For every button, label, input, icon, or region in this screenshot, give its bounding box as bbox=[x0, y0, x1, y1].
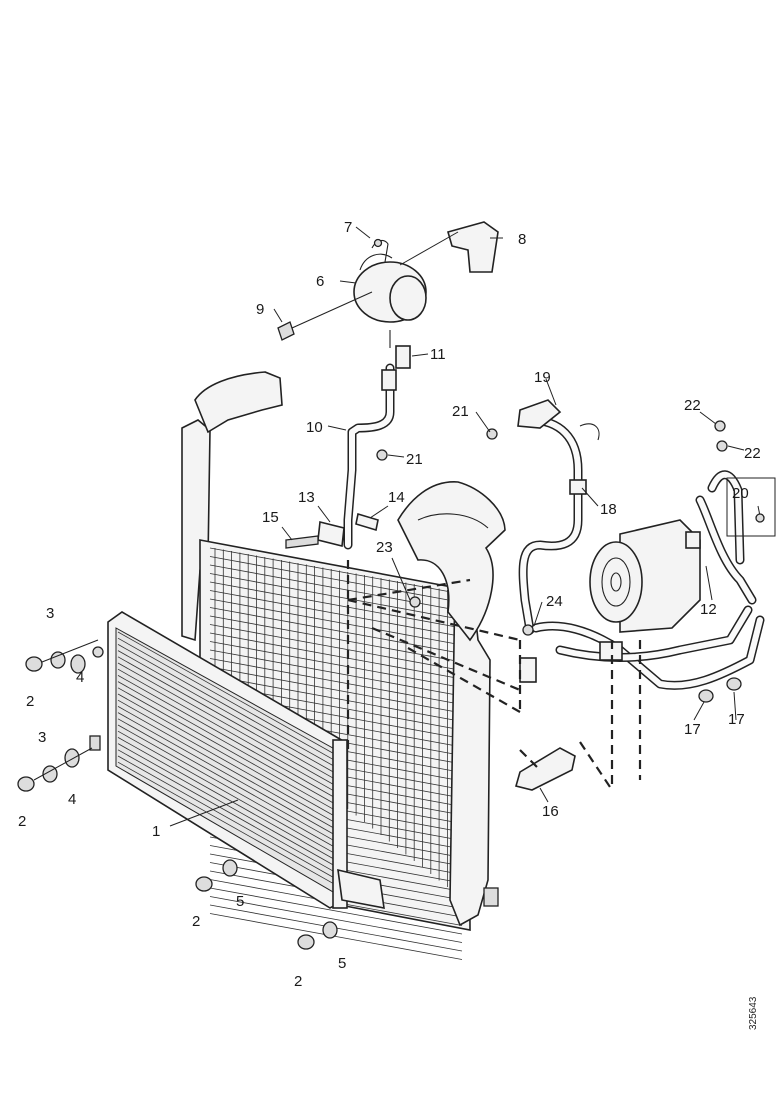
fin-line bbox=[209, 649, 463, 697]
fin-line bbox=[209, 666, 463, 714]
fin-line bbox=[209, 607, 463, 654]
callout-7: 7 bbox=[344, 219, 352, 236]
refrigerant-line-10 bbox=[285, 363, 397, 550]
callout-5: 5 bbox=[338, 955, 346, 972]
callout-20: 20 bbox=[732, 485, 749, 502]
callout-12: 12 bbox=[700, 601, 717, 618]
fin-line bbox=[117, 718, 339, 844]
compressor bbox=[589, 519, 701, 633]
callout-18: 18 bbox=[600, 501, 617, 518]
fin-line bbox=[117, 631, 339, 757]
fin-line bbox=[117, 743, 339, 868]
fin-line bbox=[117, 675, 339, 800]
mounting-hardware-left bbox=[17, 639, 338, 950]
callout-16: 16 bbox=[542, 803, 559, 820]
fin-line bbox=[209, 547, 463, 595]
callout-9: 9 bbox=[256, 301, 264, 318]
callout-11: 11 bbox=[430, 346, 446, 363]
air-duct bbox=[397, 481, 506, 642]
drawing-reference-code: 325643 bbox=[748, 996, 759, 1030]
fin-line bbox=[117, 650, 339, 775]
fin-line bbox=[209, 624, 463, 671]
fin-line bbox=[209, 913, 463, 960]
callout-2: 2 bbox=[18, 813, 26, 830]
fin-line bbox=[117, 687, 339, 813]
callout-21: 21 bbox=[452, 403, 469, 420]
condenser bbox=[107, 611, 385, 909]
callout-labels: 1 2 2 2 2 3 3 4 4 5 5 6 7 8 9 10 11 12 1… bbox=[18, 219, 761, 990]
fin-line bbox=[117, 681, 339, 806]
fin-line bbox=[117, 656, 339, 782]
callout-24: 24 bbox=[546, 593, 563, 610]
ac-hoses-right bbox=[486, 399, 765, 703]
fin-line bbox=[117, 730, 339, 856]
pressure-switch-group bbox=[277, 221, 499, 369]
fin-line bbox=[209, 598, 463, 646]
callout-6: 6 bbox=[316, 273, 324, 290]
fin-line bbox=[209, 887, 463, 935]
fin-line bbox=[209, 632, 463, 680]
fin-line bbox=[117, 749, 339, 875]
fin-line bbox=[117, 706, 339, 831]
callout-3: 3 bbox=[46, 605, 54, 622]
bracket-16 bbox=[515, 640, 642, 791]
fin-line bbox=[117, 699, 339, 825]
callout-10: 10 bbox=[306, 419, 323, 436]
callout-5: 5 bbox=[236, 893, 244, 910]
fin-line bbox=[209, 581, 463, 629]
fin-line bbox=[117, 755, 339, 881]
callout-17: 17 bbox=[728, 711, 745, 728]
radiator-assembly bbox=[181, 371, 499, 960]
fin-line bbox=[209, 896, 463, 943]
callout-17: 17 bbox=[684, 721, 701, 738]
callout-22: 22 bbox=[684, 397, 701, 414]
callout-2: 2 bbox=[294, 973, 302, 990]
fin-line bbox=[209, 573, 463, 620]
callout-15: 15 bbox=[262, 509, 279, 526]
fin-line bbox=[117, 712, 339, 837]
fin-line bbox=[117, 637, 339, 763]
fin-line bbox=[117, 761, 339, 887]
callout-8: 8 bbox=[518, 231, 526, 248]
fin-line bbox=[209, 675, 463, 722]
callout-14: 14 bbox=[388, 489, 405, 506]
fin-line bbox=[117, 724, 339, 850]
leader-lines bbox=[169, 226, 776, 827]
fin-line bbox=[209, 641, 463, 688]
fin-line bbox=[209, 658, 463, 705]
fin-line bbox=[117, 693, 339, 819]
callout-1: 1 bbox=[152, 823, 160, 840]
fin-line bbox=[117, 668, 339, 794]
callout-4: 4 bbox=[68, 791, 76, 808]
callout-13: 13 bbox=[298, 489, 315, 506]
callout-2: 2 bbox=[192, 913, 200, 930]
callout-2: 2 bbox=[26, 693, 34, 710]
callout-3: 3 bbox=[38, 729, 46, 746]
callout-23: 23 bbox=[376, 539, 393, 556]
callout-19: 19 bbox=[534, 369, 551, 386]
condenser-fins bbox=[117, 631, 339, 887]
fin-line bbox=[209, 590, 463, 637]
assembly-guide-lines bbox=[346, 560, 541, 771]
callout-4: 4 bbox=[76, 669, 84, 686]
fin-line bbox=[209, 615, 463, 663]
callout-22: 22 bbox=[744, 445, 761, 462]
fin-line bbox=[117, 737, 339, 862]
fin-line bbox=[117, 644, 339, 769]
radiator-fins bbox=[209, 547, 463, 960]
callout-21: 21 bbox=[406, 451, 423, 468]
fin-line bbox=[209, 556, 463, 603]
fin-line bbox=[117, 662, 339, 788]
